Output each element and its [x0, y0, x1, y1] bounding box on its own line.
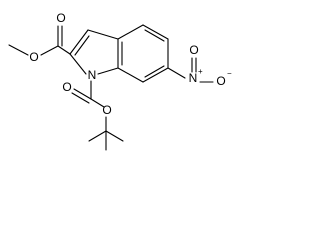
atom-boc-ether-oxygen: O [102, 103, 111, 117]
nitro-nitrogen-charge: + [198, 67, 203, 76]
bond-c4-c5-inner [144, 29, 165, 42]
bond-c2-cester [57, 45, 71, 55]
bond-cboc-ocarbonyl [73, 88, 92, 100]
atom-nitro-right-oxygen: O [216, 74, 225, 88]
atom-boc-carbonyl-oxygen: O [62, 80, 71, 94]
bond-c6-c7 [142, 67, 169, 83]
atom-labels: O O N O O N + O O − [29, 11, 232, 117]
atom-ester-ether-oxygen: O [29, 50, 38, 64]
bond-ctert-me2 [105, 130, 124, 142]
bond-c7-c7a [117, 67, 144, 83]
bond-c6-c7-inner [144, 65, 165, 78]
bond-c3a-c4 [117, 24, 144, 40]
bond-c3-c2 [69, 29, 89, 55]
bond-cester-oether [40, 45, 59, 56]
bond-cboc-ocarbonyl-2 [71, 92, 90, 104]
bond-c3-c2-inner [74, 35, 90, 56]
bonds [8, 24, 214, 151]
bond-ctert-me3 [88, 130, 107, 142]
atom-ring-nitrogen: N [88, 68, 97, 82]
bond-c6-nnitro [167, 67, 186, 79]
atom-nitro-top-oxygen: O [189, 43, 198, 57]
bond-cboc-oether [90, 98, 105, 108]
atom-ester-carbonyl-oxygen: O [56, 11, 65, 25]
bond-n1-c7a [97, 67, 119, 75]
atom-nitro-nitrogen: N [189, 71, 198, 85]
nitro-oxygen-charge: − [227, 69, 232, 78]
bond-c3a-c3 [87, 29, 119, 40]
molecule-structure: O O N O O N + O O − [8, 11, 232, 151]
bond-c2-n1 [69, 53, 87, 75]
bond-c4-c5 [142, 24, 169, 40]
bond-oether-methyl [8, 44, 29, 56]
